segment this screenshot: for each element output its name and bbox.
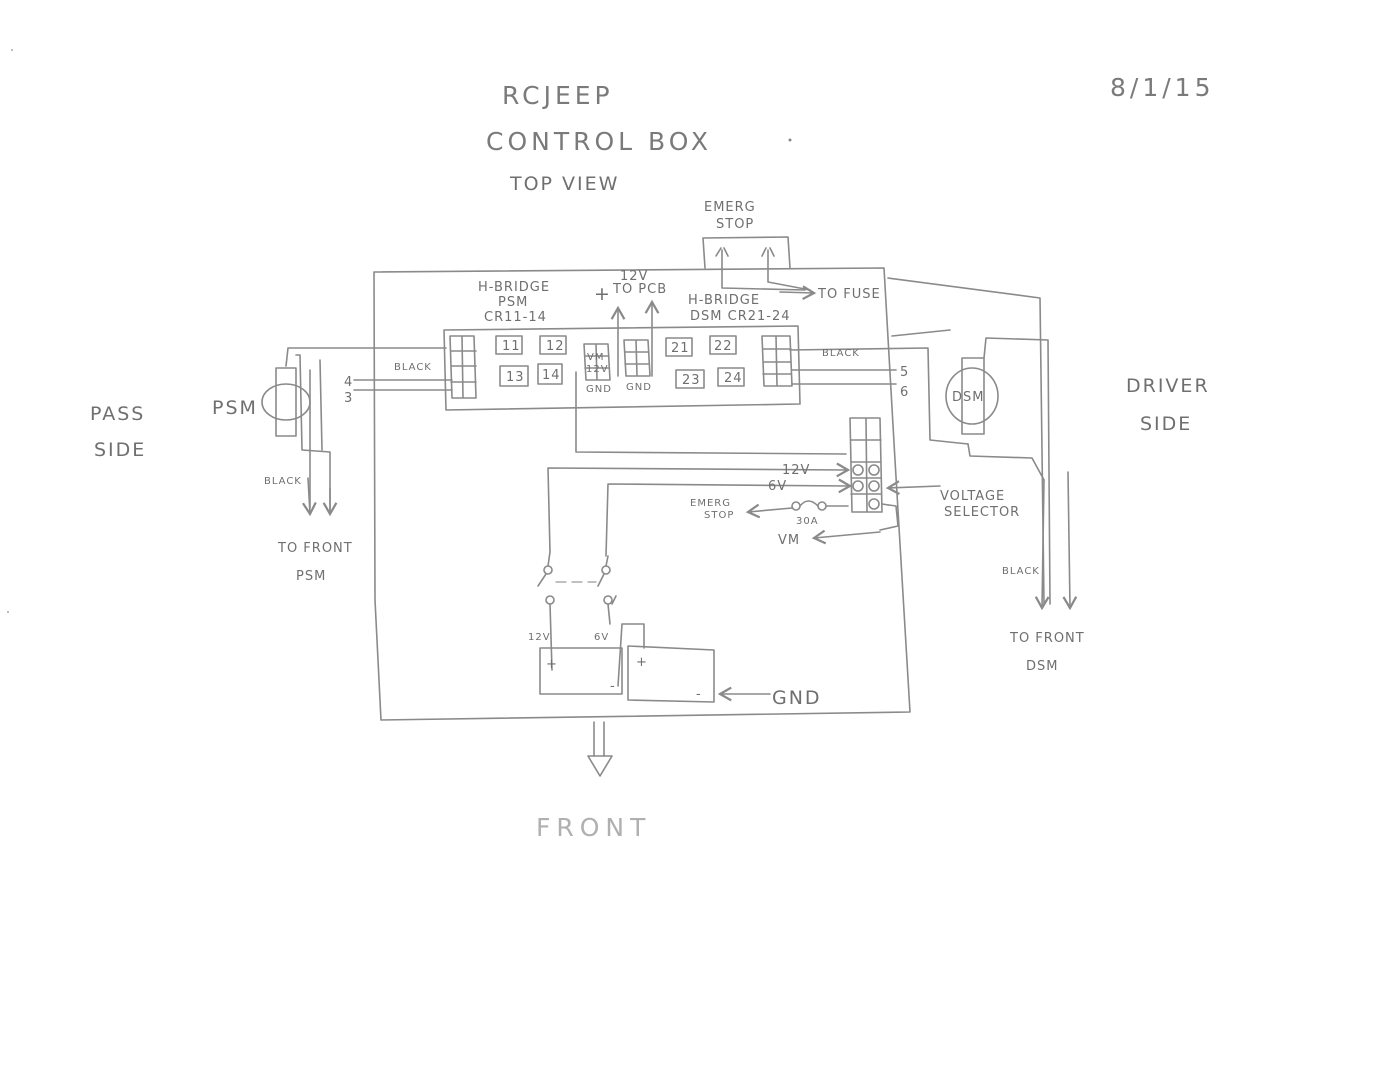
plus-sign: + (594, 283, 612, 305)
subtitle: TOP VIEW (509, 173, 619, 195)
svg-text:+: + (636, 655, 648, 670)
svg-text:VM: VM (587, 352, 604, 363)
power-terminal-right: GND (623, 339, 652, 393)
svg-text:-: - (610, 679, 616, 694)
svg-text:12V: 12V (586, 364, 609, 375)
hbridge-left-line2: PSM (498, 295, 528, 310)
pass-side-line2: SIDE (94, 439, 146, 461)
svg-text:11: 11 (502, 339, 521, 354)
black-label-psm: BLACK (264, 476, 302, 487)
date: 8/1/15 (1110, 73, 1214, 102)
svg-text:23: 23 (682, 373, 701, 388)
to-front-dsm-line2: DSM (1026, 659, 1058, 674)
relay-24: 24 (717, 367, 745, 387)
dsm-motor: DSM (945, 357, 999, 435)
psm-label: PSM (212, 397, 258, 419)
battery-12v-label: 12V (528, 632, 551, 643)
battery-6v-label: 6V (594, 632, 609, 643)
svg-text:12: 12 (546, 339, 565, 354)
svg-text:GND: GND (586, 384, 612, 395)
svg-text:14: 14 (542, 368, 561, 383)
relay-14: 14 (537, 363, 563, 385)
front-arrow (587, 721, 613, 777)
svg-text:GND: GND (626, 382, 652, 393)
control-box-outline (373, 267, 911, 721)
relay-21: 21 (665, 337, 693, 357)
svg-text:21: 21 (671, 341, 690, 356)
estop-sel-line2: STOP (704, 510, 734, 521)
gnd-label: GND (772, 687, 822, 709)
svg-text:+: + (546, 657, 558, 672)
dsm-label: DSM (952, 390, 984, 405)
battery-12v: + - (539, 647, 623, 695)
title-line1: RCJEEP (502, 81, 614, 110)
vm-label: VM (778, 533, 800, 548)
black-label-right: BLACK (822, 348, 860, 359)
emergency-stop-top: EMERG STOP TO FUSE (702, 200, 881, 302)
h-bridge-board (443, 325, 801, 411)
hbridge-left-line3: CR11-14 (484, 310, 547, 325)
black-label-dsm: BLACK (1002, 566, 1040, 577)
fuse-label: 30A (796, 516, 819, 527)
relay-12: 12 (539, 335, 567, 355)
voltage-selector-block (849, 417, 883, 513)
title-line2: CONTROL BOX (486, 127, 712, 156)
svg-text:-: - (696, 687, 702, 702)
relay-11: 11 (495, 335, 523, 355)
dpdt-switch (537, 551, 617, 671)
selector-12v-label: 12V (782, 463, 810, 478)
to-front-psm-line1: TO FRONT (277, 541, 353, 556)
voltage-selector-line1: VOLTAGE (940, 489, 1005, 504)
voltage-selector-line2: SELECTOR (944, 505, 1020, 520)
wire-num-4: 4 (344, 375, 353, 390)
power-terminal-left: VM 12V GND (583, 343, 612, 395)
to-fuse-label: TO FUSE (817, 287, 881, 302)
fuse-30a: 30A (791, 500, 849, 527)
pass-side-line1: PASS (90, 403, 145, 425)
hbridge-left-line1: H-BRIDGE (478, 280, 550, 295)
psm-motor (261, 367, 311, 437)
battery-6v: + - (627, 645, 715, 703)
selector-6v-label: 6V (768, 479, 787, 494)
svg-text:13: 13 (506, 370, 525, 385)
front-label: FRONT (536, 813, 651, 842)
relay-23: 23 (675, 369, 705, 389)
svg-text:24: 24 (724, 371, 743, 386)
left-connector (449, 335, 477, 399)
wire-num-3: 3 (344, 391, 353, 406)
driver-side-line1: DRIVER (1126, 375, 1210, 397)
svg-text:22: 22 (714, 339, 733, 354)
hbridge-right-line1: H-BRIDGE (688, 293, 760, 308)
driver-side-line2: SIDE (1140, 413, 1192, 435)
estop-top-line1: EMERG (704, 200, 756, 215)
black-label-left: BLACK (394, 362, 432, 373)
wire-num-5: 5 (900, 365, 909, 380)
to-front-psm-line2: PSM (296, 569, 326, 584)
to-front-dsm-line1: TO FRONT (1009, 631, 1085, 646)
relay-13: 13 (499, 365, 529, 387)
estop-sel-line1: EMERG (690, 498, 731, 509)
right-connector (761, 335, 793, 387)
pcb-label-line1: 12V (620, 269, 648, 284)
pcb-label-line2: TO PCB (612, 282, 667, 297)
wire-num-6: 6 (900, 385, 909, 400)
hbridge-right-line2: DSM CR21-24 (690, 309, 791, 324)
relay-22: 22 (709, 335, 737, 355)
estop-top-line2: STOP (716, 217, 754, 232)
